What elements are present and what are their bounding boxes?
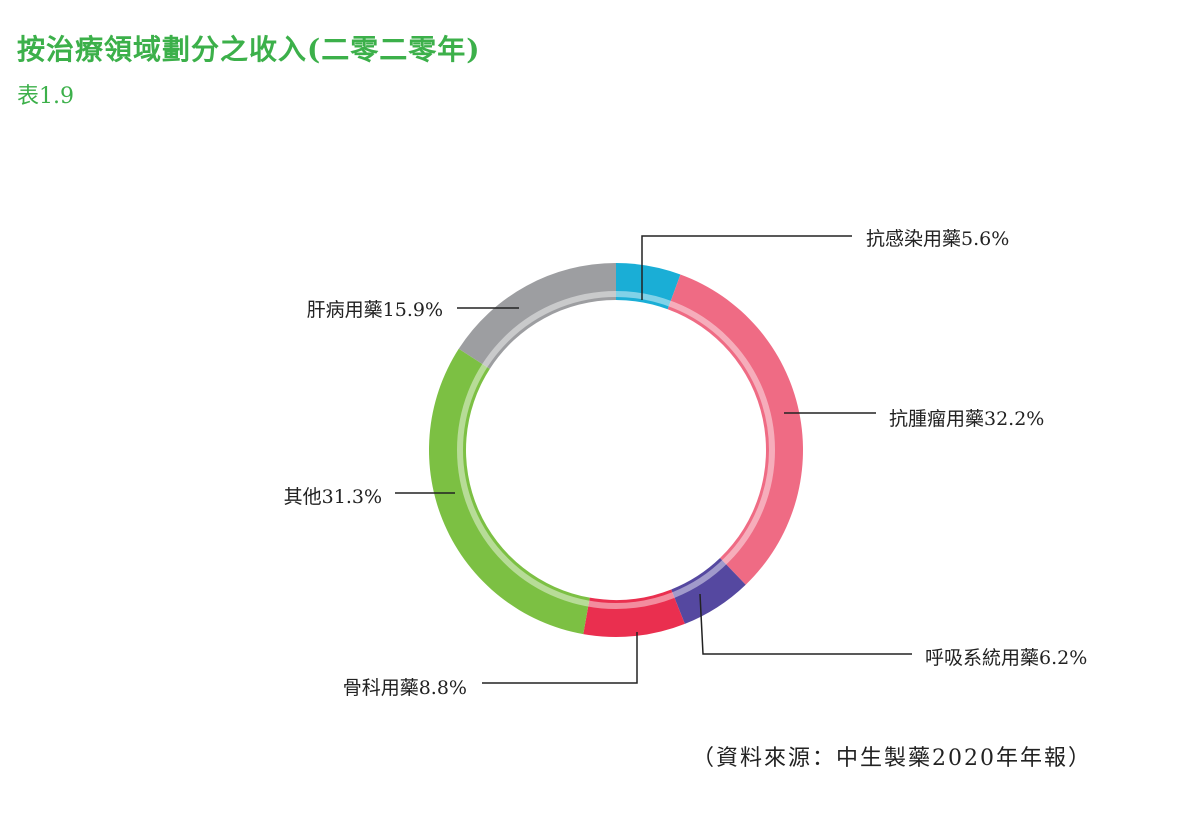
donut-slice-6 [458, 263, 616, 369]
donut-slice-1 [616, 263, 681, 310]
label-leader-lines [395, 235, 912, 684]
donut-slices [429, 263, 803, 637]
slice-label-4: 骨科用藥8.8% [343, 677, 467, 699]
slice-label-6: 肝病用藥15.9% [307, 299, 443, 321]
donut-inner-band [457, 291, 775, 609]
slice-labels: 抗感染用藥5.6% 抗腫瘤用藥32.2% 呼吸系統用藥6.2% 骨科用藥8.8% 其他3… [284, 228, 1088, 699]
donut-slice-5 [429, 348, 590, 635]
source-note: （資料來源：中生製藥2020年年報） [692, 746, 1092, 771]
leader-line-1 [641, 235, 852, 300]
leader-line-4 [482, 632, 638, 684]
page-title: 按治療領域劃分之收入(二零二零年) [17, 33, 481, 66]
slice-label-5: 其他31.3% [284, 486, 382, 508]
figure-number: 表1.9 [17, 84, 74, 109]
slice-label-2: 抗腫瘤用藥32.2% [889, 408, 1044, 430]
donut-slice-2 [667, 274, 803, 585]
leader-line-3 [699, 593, 912, 655]
donut-slice-3 [671, 558, 746, 624]
slice-label-1: 抗感染用藥5.6% [866, 228, 1009, 250]
donut-slice-4 [583, 589, 685, 637]
slice-label-3: 呼吸系統用藥6.2% [925, 647, 1087, 669]
